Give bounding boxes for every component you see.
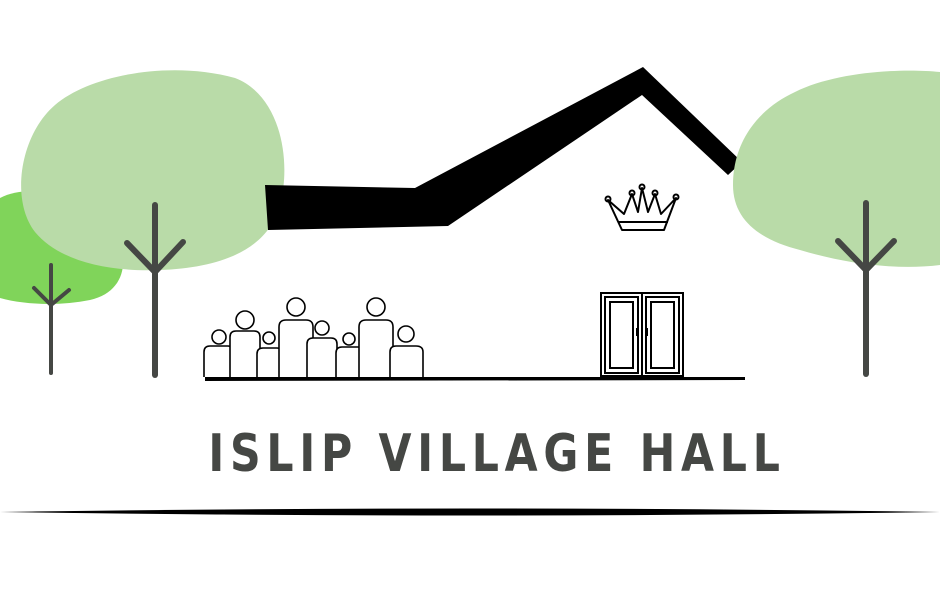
ground-line	[205, 377, 745, 381]
people-icon	[203, 297, 424, 377]
left-trees	[0, 70, 285, 378]
right-tree-foliage	[733, 70, 940, 267]
house-icon	[205, 67, 745, 381]
small-tree-trunk-icon	[32, 263, 71, 375]
bottom-rule	[0, 508, 940, 516]
large-tree-trunk-icon	[124, 202, 186, 378]
right-tree	[733, 70, 940, 377]
door-icon	[600, 292, 684, 377]
right-tree-trunk-icon	[835, 200, 897, 377]
hall-title: ISLIP VILLAGE HALL	[208, 424, 786, 484]
large-tree-foliage	[21, 70, 285, 271]
crown-icon	[604, 183, 680, 231]
roof	[265, 67, 742, 230]
